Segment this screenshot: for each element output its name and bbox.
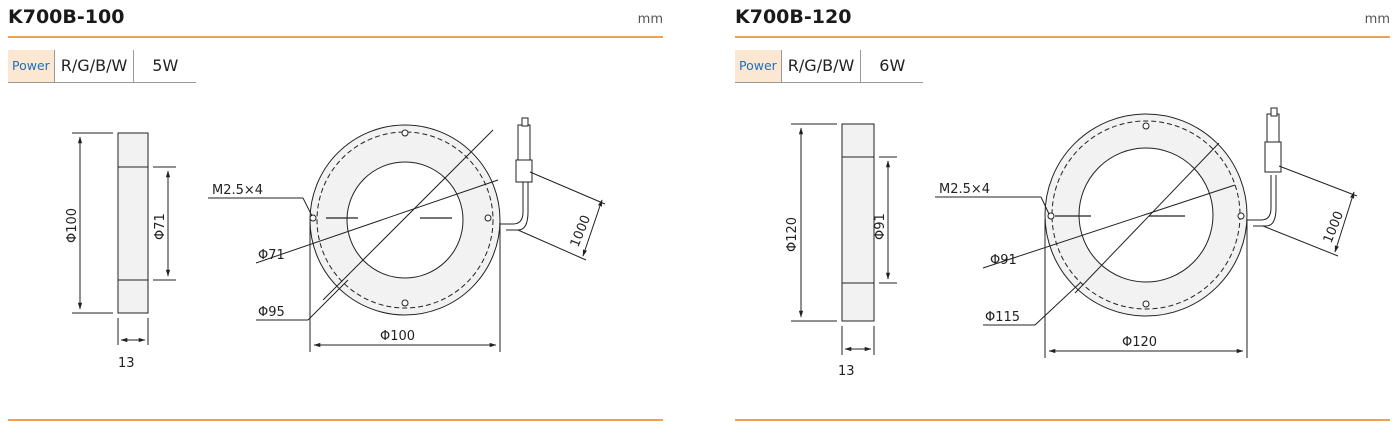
color-spec: R/G/B/W bbox=[55, 50, 135, 82]
pcd-diameter-label: Φ95 bbox=[258, 305, 285, 320]
inner-height-dim-label: Φ91 bbox=[873, 213, 888, 240]
inner-height-dim-label: Φ71 bbox=[153, 213, 168, 240]
inner-diameter-label: Φ71 bbox=[258, 248, 285, 263]
height-dim-label: Φ120 bbox=[785, 217, 800, 252]
spec-table: Power R/G/B/W 6W bbox=[735, 50, 924, 83]
front-view bbox=[935, 107, 1358, 358]
inner-diameter-label: Φ91 bbox=[990, 253, 1017, 268]
bottom-divider bbox=[735, 419, 1390, 421]
bottom-divider bbox=[8, 419, 663, 421]
power-label: Power bbox=[8, 50, 55, 82]
product-title: K700B-120 bbox=[735, 6, 852, 28]
thickness-dim-label: 13 bbox=[838, 364, 855, 379]
color-spec: R/G/B/W bbox=[782, 50, 862, 82]
power-label: Power bbox=[735, 50, 782, 82]
product-title: K700B-100 bbox=[8, 6, 125, 28]
screw-label: M2.5×4 bbox=[212, 183, 263, 198]
height-dim-label: Φ100 bbox=[65, 208, 80, 243]
outer-diameter-label: Φ120 bbox=[1122, 335, 1157, 350]
product-panel-k700b-100: K700B-100 mm Power R/G/B/W 5W bbox=[8, 0, 663, 434]
product-panel-k700b-120: K700B-120 mm Power R/G/B/W 6W Φ120 bbox=[735, 0, 1390, 434]
top-divider bbox=[8, 36, 663, 38]
spec-table: Power R/G/B/W 5W bbox=[8, 50, 197, 83]
side-view bbox=[72, 132, 176, 345]
outer-diameter-label: Φ100 bbox=[380, 329, 415, 344]
unit-label: mm bbox=[1364, 12, 1390, 27]
top-divider bbox=[735, 36, 1390, 38]
dimension-drawing: Φ120 Φ91 13 bbox=[785, 107, 1358, 379]
unit-label: mm bbox=[637, 12, 663, 27]
watt-spec: 6W bbox=[879, 56, 906, 75]
side-view bbox=[791, 123, 897, 355]
watt-spec: 5W bbox=[152, 56, 179, 75]
dimension-drawing: Φ100 Φ71 13 bbox=[65, 117, 606, 371]
thickness-dim-label: 13 bbox=[118, 356, 135, 371]
cable-length-label: 1000 bbox=[568, 213, 594, 249]
screw-label: M2.5×4 bbox=[939, 182, 990, 197]
pcd-diameter-label: Φ115 bbox=[985, 310, 1020, 325]
front-view bbox=[208, 117, 606, 352]
